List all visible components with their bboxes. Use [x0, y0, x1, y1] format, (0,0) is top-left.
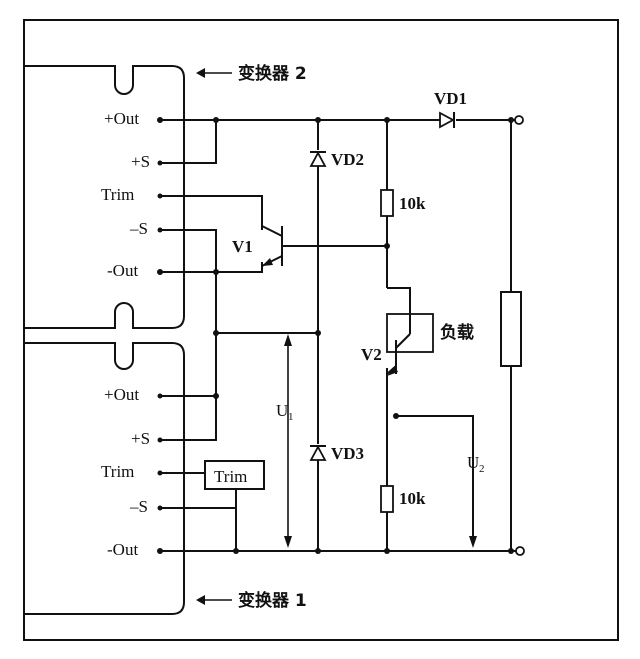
top-pin-sense-neg: –S	[129, 219, 148, 238]
u2-subscript: 2	[479, 463, 485, 475]
bottom-pin-out-neg: -Out	[107, 540, 138, 559]
trim-block: Trim	[160, 460, 265, 551]
transistor-v2: V2	[361, 313, 434, 382]
resistor-bottom-10k: 10k	[380, 485, 426, 513]
u1-subscript: 1	[288, 411, 294, 423]
u1-label: U	[276, 401, 288, 420]
bottom-pin-out-pos: +Out	[104, 385, 139, 404]
converter-2-label: 变换器 2	[238, 63, 307, 84]
mid-node-wires	[160, 272, 321, 441]
u1-measure: U 1	[276, 334, 294, 548]
diode-vd3: VD3	[309, 444, 364, 463]
top-trim-wire	[160, 195, 263, 230]
vd2-label: VD2	[331, 150, 364, 169]
top-rail	[160, 115, 524, 125]
trim-box-label: Trim	[214, 467, 247, 486]
bottom-rail	[160, 546, 525, 556]
converter-2-tag: 变换器 2	[196, 63, 307, 84]
top-pin-out-neg: -Out	[107, 261, 138, 280]
converter-1-tag: 变换器 1	[196, 590, 307, 611]
bottom-pin-sense-pos: +S	[131, 429, 150, 448]
r-bottom-label: 10k	[399, 489, 426, 508]
top-out-neg-wire	[160, 262, 263, 273]
diode-vd2: VD2	[309, 150, 364, 169]
v1-label: V1	[232, 237, 253, 256]
pin-dots	[157, 117, 163, 554]
converter-1-outline	[24, 342, 185, 615]
r-top-label: 10k	[399, 194, 426, 213]
u2-label: U	[467, 453, 479, 472]
top-pin-out-pos: +Out	[104, 109, 139, 128]
load-label: 负载	[440, 322, 474, 343]
diagram-frame	[23, 19, 619, 641]
v2-label: V2	[361, 345, 382, 364]
top-pin-sense-pos: +S	[131, 152, 150, 171]
converter-1-label: 变换器 1	[238, 590, 307, 611]
top-sense-neg-wire	[160, 229, 217, 272]
vd3-label: VD3	[331, 444, 364, 463]
load-resistor	[500, 117, 522, 554]
top-sense-pos-wire	[160, 120, 217, 164]
bottom-pin-sense-neg: –S	[129, 497, 148, 516]
diode-vd1: VD1	[434, 89, 467, 129]
resistor-top-10k: 10k	[380, 189, 426, 217]
top-pin-trim: Trim	[101, 185, 134, 204]
bottom-pin-trim: Trim	[101, 462, 134, 481]
transistor-v1: V1	[232, 225, 387, 267]
vd1-label: VD1	[434, 89, 467, 108]
right-column-wires	[384, 120, 477, 551]
